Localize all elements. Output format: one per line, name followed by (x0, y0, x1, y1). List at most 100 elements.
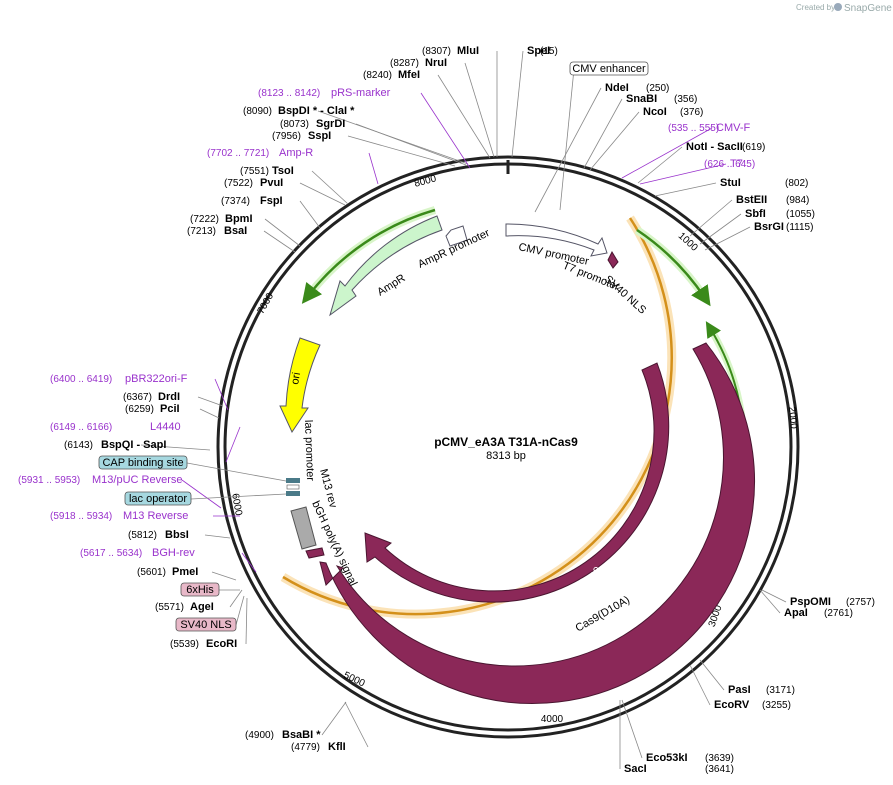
cas9-arc (364, 362, 670, 603)
site-pos-21: (6259) (125, 404, 154, 415)
backbone-outer (216, 155, 800, 739)
primer-pos-8: (5617 .. 5634) (80, 548, 142, 559)
site-pos-30: (3255) (762, 700, 791, 711)
site-name-14: FspI (260, 195, 283, 207)
cas9-d10a-label: Cas9(D10A) (574, 594, 632, 635)
site-pos-32: (3641) (705, 764, 734, 775)
primer-name-1: CMV-F (716, 122, 751, 134)
site-name-34: KflI (328, 741, 346, 753)
site-name-13: StuI (720, 177, 741, 189)
plasmid-name: pCMV_eA3A T31A-nCas9 (434, 435, 578, 449)
site-name-31: Eco53kI (646, 752, 688, 764)
primer-pos-3: (626 .. 645) (704, 159, 755, 170)
ori-label: ori (289, 371, 303, 385)
primer-name-6: M13/pUC Reverse (92, 474, 182, 486)
tick-label-7000: 7000 (256, 291, 277, 316)
primer-name-3: T7 (730, 158, 743, 170)
site-name-25: AgeI (190, 601, 214, 613)
site-pos-25: (5571) (155, 602, 184, 613)
site-pos-12: (7522) (224, 178, 253, 189)
site-pos-3: (8240) (363, 70, 392, 81)
cap-binding-site-box (98, 455, 188, 470)
tick-label-2000: 2000 (786, 406, 799, 430)
site-name-16: BpmI (225, 213, 253, 225)
primer-pos-4: (6400 .. 6419) (50, 374, 112, 385)
site-name-3: MfeI (398, 69, 420, 81)
site-name-9: SspI (308, 130, 331, 142)
site-pos-27: (2757) (846, 597, 875, 608)
site-pos-23: (5812) (128, 530, 157, 541)
site-pos-24: (5601) (137, 567, 166, 578)
site-name-21: PciI (160, 403, 180, 415)
sv40-nls-arrow (607, 250, 619, 269)
lac-operator-box (124, 491, 192, 506)
lac-promoter-label: lac promoter (302, 420, 316, 482)
site-name-20: DrdI (158, 391, 180, 403)
primer-pos-6: (5931 .. 5953) (18, 475, 80, 486)
primer-pos-0: (8123 .. 8142) (258, 88, 320, 99)
site-pos-13: (802) (785, 178, 808, 189)
tick-label-6000: 6000 (229, 493, 244, 517)
site-name-33: BsaBI * (282, 729, 321, 741)
tick-label-4000: 4000 (541, 714, 564, 725)
site-name-2: NruI (425, 57, 447, 69)
site-name-26: EcoRI (206, 638, 237, 650)
cmv-enhancer-label: CMV enhancer (572, 63, 646, 75)
ori-arrow (279, 337, 321, 434)
orf-green-halo-left (304, 206, 437, 299)
site-pos-1: (15) (540, 46, 558, 57)
cas9-d10a-arc (319, 342, 755, 704)
site-pos-7: (8090) (243, 106, 272, 117)
site-name-11: TsoI (272, 165, 294, 177)
primer-name-7: M13 Reverse (123, 510, 188, 522)
site-name-24: PmeI (172, 566, 198, 578)
bgh-label: bGH poly(A) signal (309, 499, 359, 588)
site-pos-4: (250) (646, 83, 669, 94)
site-name-28: ApaI (784, 607, 808, 619)
ampr-label: AmpR (375, 272, 407, 298)
site-name-23: BbsI (165, 529, 189, 541)
site-name-5: SnaBI (626, 93, 657, 105)
site-pos-17: (1055) (786, 209, 815, 220)
site-name-0: MluI (457, 45, 479, 57)
site-pos-2: (8287) (390, 58, 419, 69)
cap-binding-site-label: CAP binding site (102, 457, 183, 469)
plasmid-length: 8313 bp (486, 450, 526, 462)
site-pos-16: (7222) (190, 214, 219, 225)
site-pos-6: (376) (680, 107, 703, 118)
lac-operator-label: lac operator (129, 493, 187, 505)
lac-operator-mark (286, 491, 300, 496)
primer-name-0: pRS-marker (331, 87, 391, 99)
his-nls-arrow (305, 547, 325, 559)
site-pos-33: (4900) (245, 730, 274, 741)
6xhis-label: 6xHis (186, 584, 214, 596)
site-pos-29: (3171) (766, 685, 795, 696)
site-name-8: SgrDI (316, 118, 345, 130)
site-pos-15: (984) (786, 195, 809, 206)
site-name-27: PspOMI (790, 596, 831, 608)
ampr-promoter-arrow (445, 225, 468, 247)
credit-brand: SnapGene (844, 3, 892, 14)
site-pos-10: (619) (742, 142, 765, 153)
site-name-29: PasI (728, 684, 751, 696)
site-pos-14: (7374) (221, 196, 250, 207)
site-name-30: EcoRV (714, 699, 750, 711)
site-name-6: NcoI (643, 106, 667, 118)
sv40-nls-box (175, 617, 237, 632)
site-name-32: SacI (624, 763, 647, 775)
cmv-promoter-arrow (505, 223, 608, 257)
primer-pos-7: (5918 .. 5934) (50, 511, 112, 522)
primer-pos-2: (7702 .. 7721) (207, 148, 269, 159)
site-pos-22: (6143) (64, 440, 93, 451)
tick-label-8000: 8000 (413, 173, 438, 189)
site-pos-8: (8073) (280, 119, 309, 130)
site-name-4: NdeI (605, 82, 629, 94)
site-name-22: BspQI - SapI (101, 439, 166, 451)
cap-binding-mark (286, 478, 300, 483)
site-pos-18: (7213) (187, 226, 216, 237)
site-pos-20: (6367) (123, 392, 152, 403)
site-pos-34: (4779) (291, 742, 320, 753)
orf-orange-arc (282, 217, 673, 616)
